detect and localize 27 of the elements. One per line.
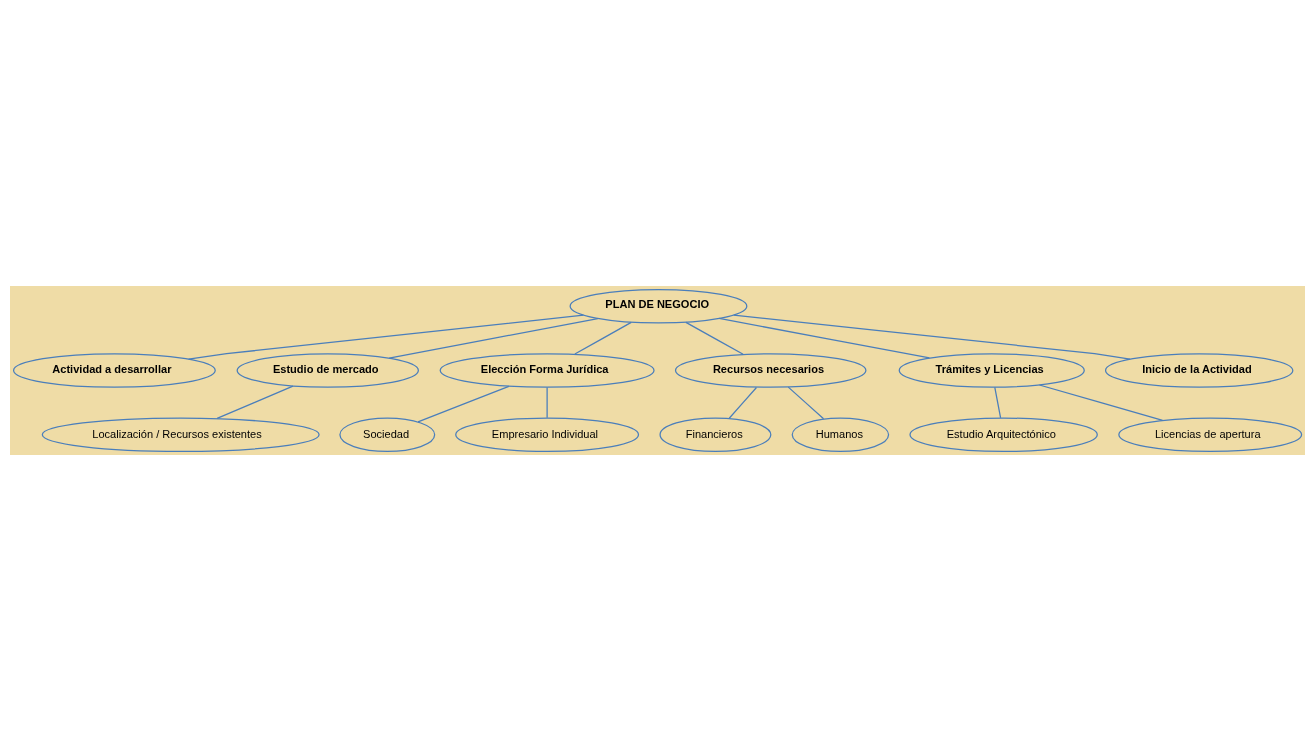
connector (188, 314, 585, 360)
node-ellipse: Humanos (791, 416, 890, 452)
connector (728, 386, 758, 419)
node-ellipse: Financieros (659, 416, 772, 452)
node-ellipse: Elección Forma Jurídica (439, 352, 655, 388)
connector (1038, 383, 1164, 421)
node-ellipse: Actividad a desarrollar (12, 352, 216, 388)
node-ellipse: PLAN DE NEGOCIO (569, 288, 748, 324)
connector (574, 321, 632, 355)
node-ellipse: Empresario Individual (455, 416, 640, 452)
connector (685, 321, 744, 355)
node-ellipse: Estudio de mercado (236, 352, 419, 388)
node-ellipse: Inicio de la Actividad (1104, 352, 1294, 388)
node-ellipse: Estudio Arquitectónico (909, 416, 1098, 452)
node-ellipse: Recursos necesarios (674, 352, 867, 388)
connector (417, 385, 510, 422)
node-ellipse: Licencias de apertura (1118, 416, 1303, 452)
connector (994, 386, 1002, 418)
node-ellipse: Sociedad (339, 416, 436, 452)
connector (216, 385, 294, 419)
connector (718, 317, 931, 359)
connector (733, 314, 1131, 360)
connector (388, 317, 599, 359)
node-ellipse: Localización / Recursos existentes (41, 416, 320, 452)
connector (546, 386, 548, 418)
connector (787, 386, 825, 419)
node-ellipse: Trámites y Licencias (898, 352, 1085, 388)
